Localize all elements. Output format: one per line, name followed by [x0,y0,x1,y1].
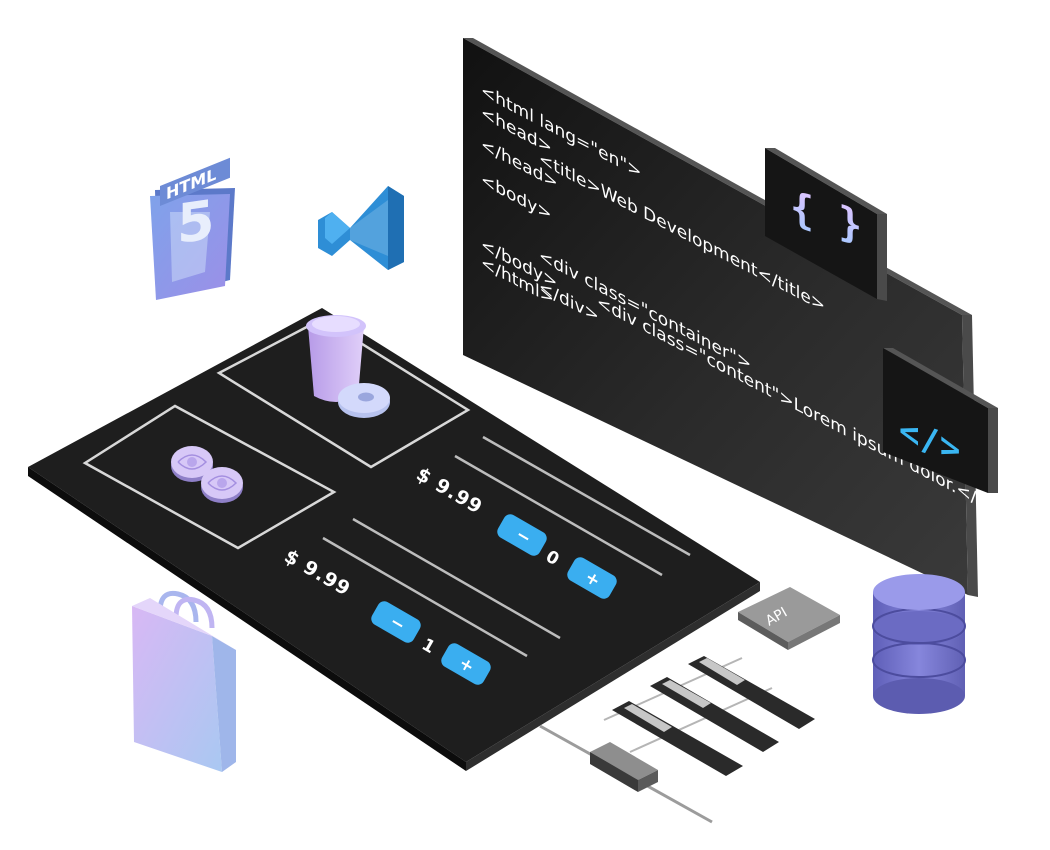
flower-pattern-icon [171,446,243,503]
increment-button-1[interactable]: + [565,555,620,602]
slider-bar-1[interactable] [688,656,815,729]
braces-badge: { } [765,148,887,301]
slider-handle[interactable] [590,742,658,792]
slider-bar-3[interactable] [612,701,743,776]
vscode-logo-icon [318,186,404,270]
slider-bar-2[interactable] [650,677,779,752]
decrement-button-1[interactable]: − [495,512,550,559]
code-tag-badge: </> [883,348,998,493]
decrement-button-2[interactable]: − [369,599,424,646]
coffee-cup-icon [306,315,366,402]
product-image-frame-1 [216,317,471,469]
html5-number: 5 [177,188,215,256]
code-panel-face [463,38,968,595]
slider-controls [539,656,815,824]
increment-button-2[interactable]: + [439,641,494,688]
product-image-frame-2 [82,404,337,550]
shopping-bag-icon [132,590,236,772]
database-icon [872,574,966,714]
api-chip: API [738,587,840,650]
html5-logo: 5 HTML [150,157,235,300]
donut-icon [338,383,390,418]
product-card-board: $ 9.99 − 0 + $ 9.99 − 1 + [28,308,760,771]
